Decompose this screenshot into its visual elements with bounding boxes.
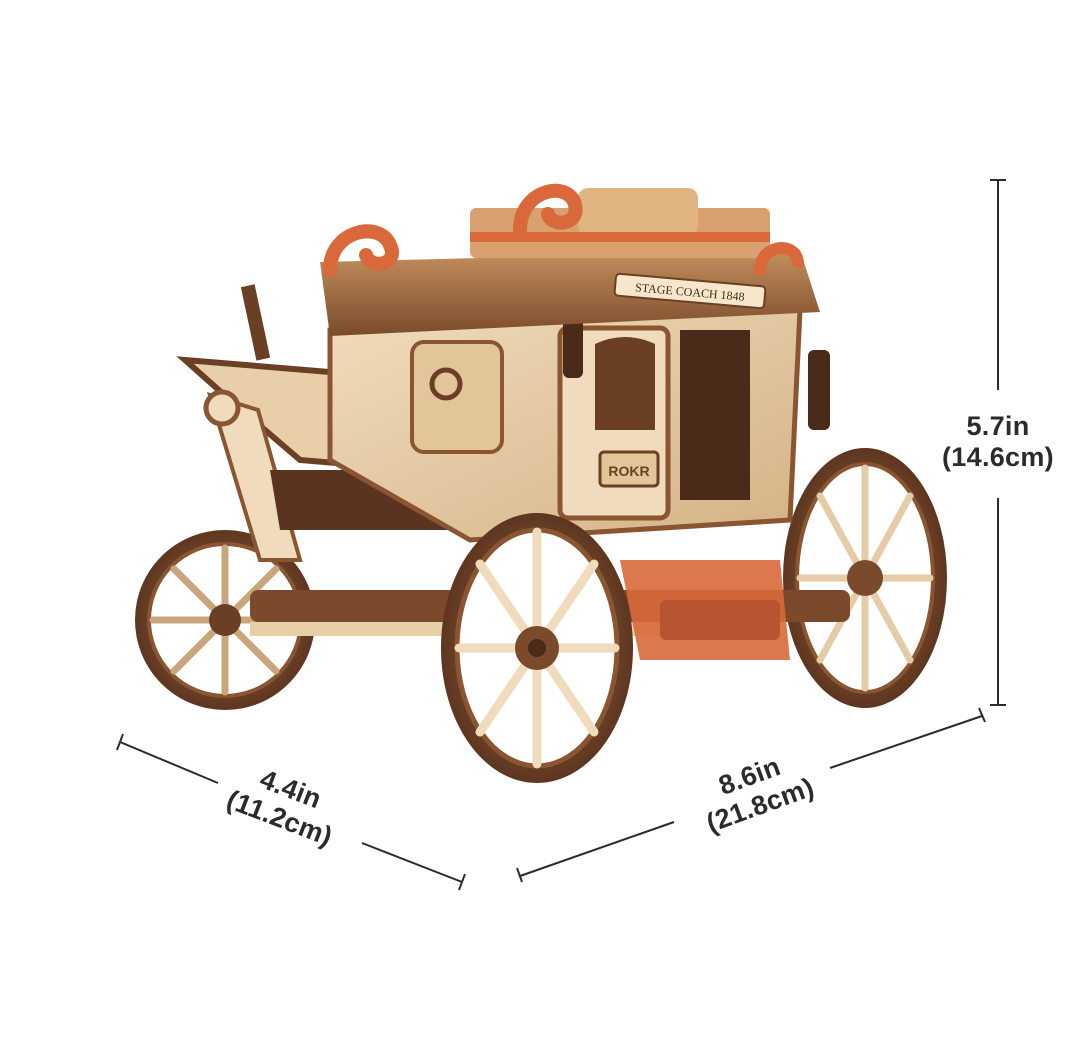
height-imperial: 5.7in — [966, 411, 1030, 441]
height-metric: (14.6cm) — [942, 442, 1054, 472]
coach-roof: STAGE COACH 1848 — [320, 183, 820, 336]
height-dimension-label: 5.7in (14.6cm) — [928, 411, 1068, 473]
front-left-wheel — [441, 513, 633, 783]
rear-left-wheel — [135, 530, 315, 710]
coach-body: ROKR — [327, 268, 830, 543]
brand-plate: ROKR — [608, 463, 649, 479]
dimension-lines — [116, 179, 1006, 891]
rear-right-wheel — [783, 448, 947, 708]
